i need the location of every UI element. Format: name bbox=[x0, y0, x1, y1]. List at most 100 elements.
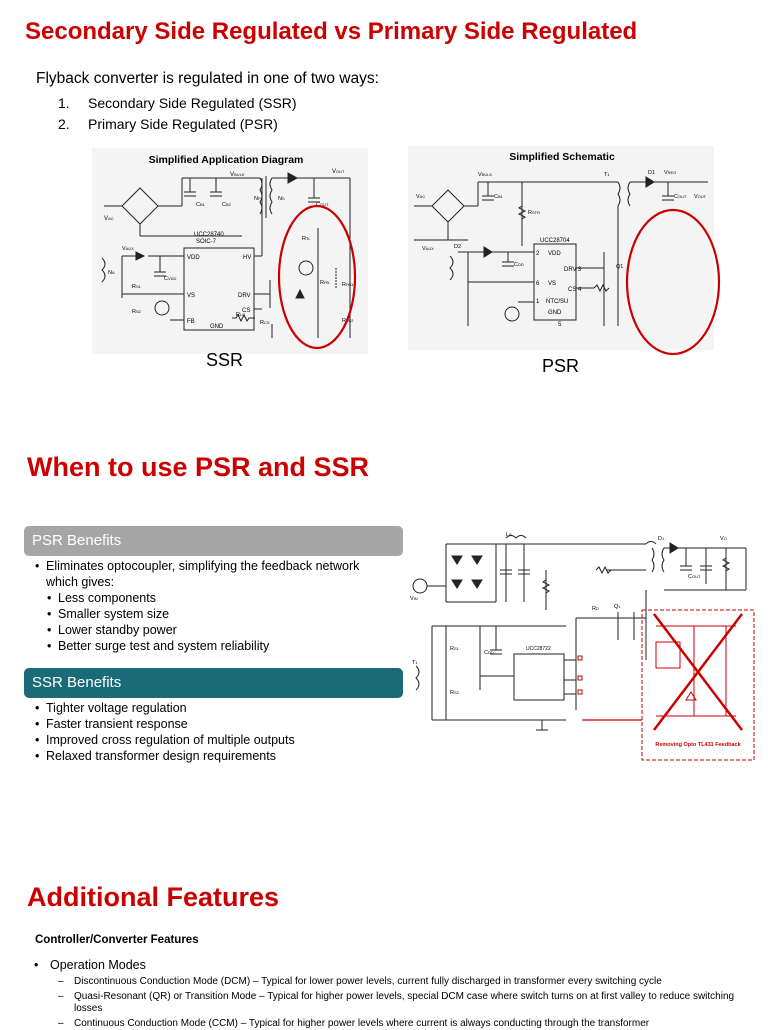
psr-conversion-schematic: LB VIN T1 D1 VO COUT RD Q1 CDD RS1 RS2 U… bbox=[410, 532, 755, 761]
ssr-pin-vdd: VDD bbox=[187, 255, 200, 261]
list-item: –Discontinuous Conduction Mode (DCM) – T… bbox=[58, 976, 662, 987]
svg-text:D1: D1 bbox=[658, 536, 665, 542]
ssr-ic-name: UCC28740 bbox=[194, 232, 224, 238]
operation-modes-bullet: •Operation Modes bbox=[34, 958, 146, 972]
svg-text:CDD: CDD bbox=[484, 650, 494, 656]
psr-pin-gnd: GND bbox=[548, 310, 562, 316]
svg-text:CB1: CB1 bbox=[196, 202, 206, 208]
svg-text:RSTR: RSTR bbox=[528, 210, 540, 216]
list-item: –Quasi-Resonant (QR) or Transition Mode … bbox=[58, 991, 735, 1014]
ssr-ic-pkg: SOIC-7 bbox=[196, 239, 217, 245]
psr-pin-num: 4 bbox=[578, 287, 582, 293]
svg-text:VOUT: VOUT bbox=[694, 194, 707, 200]
list-item: Faster transient response bbox=[34, 716, 394, 732]
svg-text:T1: T1 bbox=[604, 172, 610, 178]
ssr-pin-vs: VS bbox=[187, 293, 195, 299]
list-item: 2.Primary Side Regulated (PSR) bbox=[58, 116, 278, 132]
svg-text:CVDD: CVDD bbox=[164, 276, 177, 282]
psr-pin-num: 3 bbox=[578, 267, 582, 273]
psr-benefits-bar: PSR Benefits bbox=[24, 526, 403, 556]
psr-diagram: Simplified Schematic VBULK CB1 RSTR D2 bbox=[408, 146, 714, 350]
svg-text:VAC: VAC bbox=[104, 216, 114, 222]
ssr-pin-cs: CS bbox=[242, 308, 250, 314]
svg-text:RFB1: RFB1 bbox=[342, 282, 354, 288]
svg-text:CB2: CB2 bbox=[222, 202, 232, 208]
slide3-title: Additional Features bbox=[27, 882, 280, 912]
psr-pin-vdd: VDD bbox=[548, 251, 561, 257]
svg-text:NS: NS bbox=[278, 196, 285, 202]
svg-text:VBULK: VBULK bbox=[230, 172, 245, 178]
svg-text:RCS: RCS bbox=[260, 320, 270, 326]
svg-text:RTL: RTL bbox=[302, 236, 311, 242]
svg-text:VAC: VAC bbox=[416, 194, 425, 200]
svg-text:Q1: Q1 bbox=[614, 604, 621, 610]
ssr-pin-gnd: GND bbox=[210, 324, 224, 330]
psr-pin-cs: CS bbox=[568, 287, 576, 293]
removal-label: Removing Opto TL431 Feedback bbox=[655, 742, 741, 748]
svg-text:RD: RD bbox=[592, 606, 599, 612]
svg-text:LB: LB bbox=[506, 532, 512, 538]
ssr-benefits-bar: SSR Benefits bbox=[24, 668, 403, 698]
svg-text:COUT: COUT bbox=[674, 194, 687, 200]
slide1-intro: Flyback converter is regulated in one of… bbox=[36, 70, 379, 87]
psr-pin-num: 5 bbox=[558, 322, 562, 328]
svg-text:VOUT: VOUT bbox=[332, 169, 345, 175]
svg-text:COUT: COUT bbox=[688, 574, 701, 580]
svg-text:CDD: CDD bbox=[514, 262, 524, 268]
list-item: Eliminates optocoupler, simplifying the … bbox=[34, 558, 384, 590]
slide1-title: Secondary Side Regulated vs Primary Side… bbox=[25, 18, 638, 45]
psr-pin-ntc: NTC/SU bbox=[546, 299, 568, 305]
ssr-diagram-title: Simplified Application Diagram bbox=[149, 154, 304, 166]
svg-text:T1: T1 bbox=[412, 660, 418, 666]
svg-text:RS1: RS1 bbox=[132, 284, 142, 290]
modes-list: –Discontinuous Conduction Mode (DCM) – T… bbox=[58, 976, 738, 1030]
ssr-caption: SSR bbox=[206, 350, 244, 370]
svg-text:VO: VO bbox=[720, 536, 727, 542]
psr-pin-num: 2 bbox=[536, 251, 540, 257]
psr-pin-num: 1 bbox=[536, 299, 540, 305]
svg-text:RS2: RS2 bbox=[450, 690, 460, 696]
svg-text:RS1: RS1 bbox=[450, 646, 460, 652]
list-item: Less components bbox=[34, 590, 384, 606]
list-item: Better surge test and system reliability bbox=[34, 638, 384, 654]
svg-text:VAUX: VAUX bbox=[122, 246, 134, 252]
list-item: Relaxed transformer design requirements bbox=[34, 748, 394, 764]
ssr-highlight-ellipse bbox=[277, 204, 357, 350]
psr-diagram-title: Simplified Schematic bbox=[509, 151, 615, 163]
slide3-subtitle: Controller/Converter Features bbox=[35, 934, 199, 946]
slide2-title: When to use PSR and SSR bbox=[27, 452, 370, 482]
svg-text:RFB: RFB bbox=[320, 280, 329, 286]
psr-highlight-ellipse bbox=[625, 208, 721, 356]
svg-text:RLC: RLC bbox=[236, 312, 245, 318]
ssr-pin-fb: FB bbox=[187, 319, 195, 325]
list-item: Lower standby power bbox=[34, 622, 384, 638]
ssr-diagram: Simplified Application Diagram bbox=[92, 148, 368, 354]
svg-text:VIN: VIN bbox=[410, 596, 418, 602]
psr-caption: PSR bbox=[542, 356, 580, 376]
svg-text:NP: NP bbox=[254, 196, 261, 202]
schematic-ic-name: UCC28722 bbox=[526, 646, 551, 652]
psr-pin-num: 6 bbox=[536, 281, 540, 287]
psr-benefits-list: Eliminates optocoupler, simplifying the … bbox=[34, 558, 384, 654]
list-item: –Continuous Conduction Mode (CCM) – Typi… bbox=[58, 1018, 650, 1029]
svg-text:D2: D2 bbox=[454, 244, 461, 250]
list-item: Improved cross regulation of multiple ou… bbox=[34, 732, 394, 748]
svg-text:NA: NA bbox=[108, 270, 115, 276]
svg-text:VBULK: VBULK bbox=[478, 172, 492, 178]
psr-pin-vs: VS bbox=[548, 281, 556, 287]
svg-text:VAUX: VAUX bbox=[422, 246, 434, 252]
ssr-pin-drv: DRV bbox=[238, 293, 251, 299]
psr-ic-name: UCC28704 bbox=[540, 238, 570, 244]
list-item: Tighter voltage regulation bbox=[34, 700, 394, 716]
ssr-pin-hv: HV bbox=[243, 255, 251, 261]
list-item: Smaller system size bbox=[34, 606, 384, 622]
svg-text:D1: D1 bbox=[648, 170, 655, 176]
psr-pin-drv: DRV bbox=[564, 267, 577, 273]
svg-text:RS2: RS2 bbox=[132, 309, 142, 315]
svg-text:COUT: COUT bbox=[316, 202, 329, 208]
svg-text:CB1: CB1 bbox=[494, 194, 504, 200]
svg-text:Q1: Q1 bbox=[616, 264, 623, 270]
svg-text:VREG: VREG bbox=[664, 170, 676, 176]
ssr-benefits-list: Tighter voltage regulation Faster transi… bbox=[34, 700, 394, 764]
list-item: 1.Secondary Side Regulated (SSR) bbox=[58, 95, 297, 111]
